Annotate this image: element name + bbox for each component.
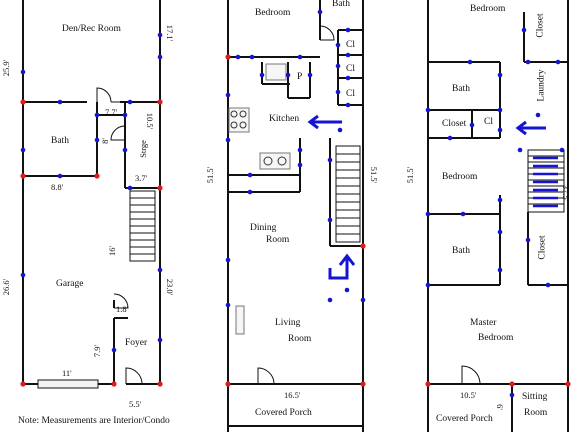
closet-label-3: Cl (346, 89, 355, 99)
room-bedroom-2: Bedroom (255, 8, 291, 18)
third-floor-stair-treads (533, 156, 558, 208)
closet-label-1: Cl (346, 40, 355, 50)
second-floor-arrows (307, 114, 356, 280)
room-closet-right: Closet (537, 235, 548, 260)
dim-porch-width-2: 16.5' (284, 390, 301, 400)
dim-foyer-depth: 7.9' (92, 344, 103, 358)
room-garage: Garage (56, 279, 84, 289)
dim-third-left: 51.5' (405, 166, 416, 184)
dim-bath-width: 8.8' (51, 182, 64, 192)
first-floor-stairs (129, 190, 156, 262)
room-foyer: Foyer (125, 338, 148, 348)
dim-second-right: 51.5' (369, 166, 380, 184)
dim-closet-width: 1.8' (116, 304, 129, 314)
dim-third-right: 37.5' (561, 184, 572, 202)
room-bath-1: Bath (51, 136, 69, 146)
room-closet-3: Closet (442, 119, 467, 129)
first-floor-walls (22, 0, 161, 385)
second-floor-door-swings (257, 25, 335, 385)
closet-label-4: Cl (484, 117, 493, 127)
first-floor-nodes (20, 32, 163, 353)
first-floor-door-swings (96, 87, 143, 385)
garage-door (37, 379, 99, 389)
room-covered-porch-2: Covered Porch (255, 408, 312, 418)
room-dining-1: Dining (250, 223, 277, 233)
room-bath-2: Bath (332, 0, 350, 9)
room-den: Den/Rec Room (62, 24, 121, 34)
room-covered-porch-3: Covered Porch (436, 414, 493, 424)
second-floor-stairs (335, 145, 361, 243)
dim-porch-depth-3: 6' (494, 404, 505, 410)
dim-garage-door: 11' (62, 368, 72, 378)
room-master-1: Master (470, 318, 497, 328)
dim-stair-length: 16' (107, 245, 118, 257)
second-floor-walls (227, 0, 364, 432)
room-living-1: Living (275, 318, 301, 328)
second-floor-corners (225, 54, 366, 387)
dim-den-height: 25.9' (1, 59, 12, 77)
room-living-2: Room (288, 334, 312, 344)
dim-hall-width: 7.7' (105, 107, 118, 117)
third-floor-door-swings (461, 365, 481, 385)
dim-garage-height: 26.6' (1, 278, 12, 296)
room-sitting-1: Sitting (522, 392, 548, 402)
dim-second-left: 51.5' (205, 166, 216, 184)
kitchen-fixtures (228, 63, 291, 335)
room-bath-3: Bath (452, 84, 470, 94)
third-floor-corners (425, 381, 571, 387)
dim-den-right: 17.1' (165, 24, 176, 42)
second-floor-nodes (225, 9, 366, 308)
room-laundry: Laundry (536, 69, 547, 102)
third-floor-nodes (425, 27, 565, 398)
room-bedroom-mid: Bedroom (442, 172, 478, 182)
room-bedroom-top: Bedroom (470, 4, 506, 14)
dim-garage-right: 23.0' (165, 278, 176, 296)
room-master-2: Bedroom (478, 333, 514, 343)
first-floor-corners (20, 99, 163, 387)
pantry-label: P (297, 72, 303, 82)
room-bath-4: Bath (452, 246, 470, 256)
dim-porch-width-3: 10.5' (460, 390, 477, 400)
room-kitchen: Kitchen (269, 114, 300, 124)
third-floor-walls (427, 0, 569, 432)
room-dining-2: Room (266, 235, 290, 245)
room-closet-top: Closet (535, 13, 546, 38)
room-storage: Strge (137, 140, 148, 158)
closet-label-2: Cl (346, 64, 355, 74)
room-sitting-2: Room (524, 408, 548, 418)
third-floor-arrows (515, 120, 546, 136)
dim-stair-width: 3.7' (135, 173, 148, 183)
dim-hall-depth: 8' (99, 138, 110, 144)
dim-storage-height: 10.5' (145, 112, 156, 130)
measurement-note: Note: Measurements are Interior/Condo (18, 416, 170, 426)
dim-foyer-width: 5.5' (129, 399, 142, 409)
